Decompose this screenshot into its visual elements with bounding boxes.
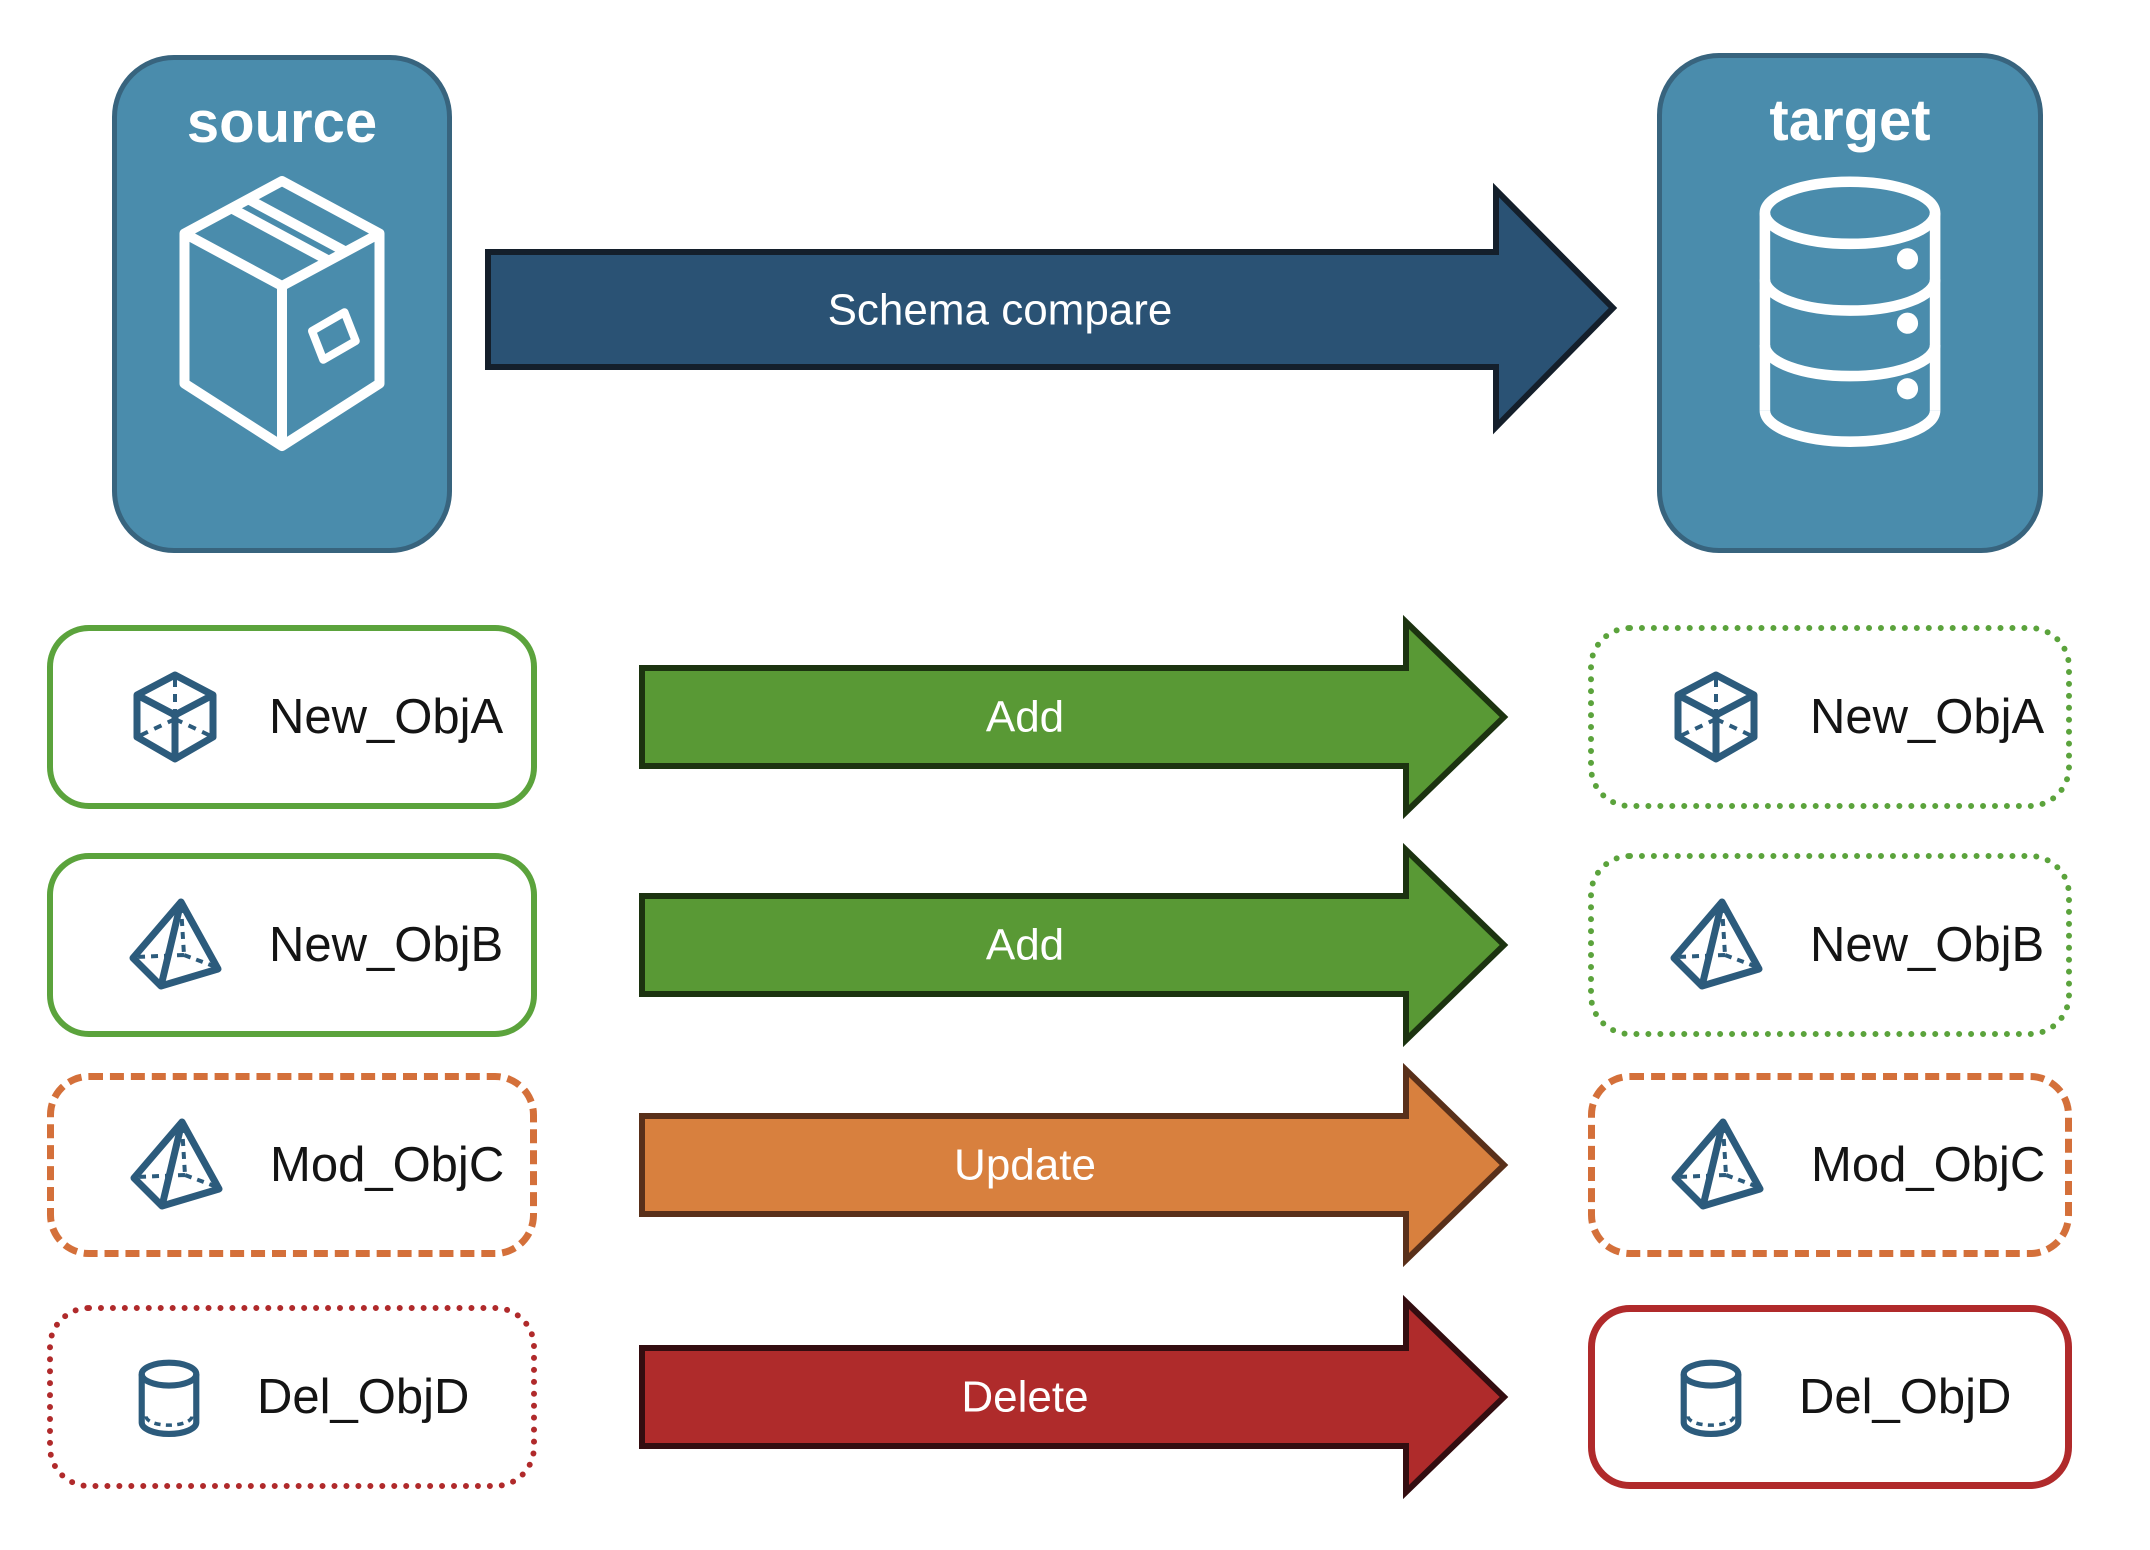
add-arrow-label: Add — [986, 693, 1064, 742]
package-icon — [179, 176, 385, 451]
delete-arrow-row-4: Delete — [639, 1294, 1509, 1500]
object-label: Mod_ObjC — [270, 1138, 505, 1192]
target-node: target — [1657, 53, 2043, 553]
object-label: New_ObjB — [1810, 918, 2045, 972]
object-label: New_ObjA — [269, 690, 504, 744]
update-arrow-row-3: Update — [639, 1062, 1509, 1268]
delete-arrow-label: Delete — [961, 1373, 1088, 1422]
add-arrow-row-1: Add — [639, 614, 1509, 820]
source-object-box-mod-objc: Mod_ObjC — [47, 1073, 537, 1257]
target-object-box-del-objd: Del_ObjD — [1588, 1305, 2072, 1489]
add-arrow-label: Add — [986, 921, 1064, 970]
cube-icon — [133, 671, 217, 763]
source-object-box-del-objd: Del_ObjD — [47, 1305, 537, 1489]
target-object-box-new-objb: New_ObjB — [1588, 853, 2072, 1037]
cube-icon — [1674, 671, 1758, 763]
pyramid-icon — [130, 1118, 223, 1210]
source-object-box-new-obja: New_ObjA — [47, 625, 537, 809]
database-icon — [1759, 176, 1941, 447]
cylinder-icon — [138, 1359, 200, 1438]
schema-compare-arrow: Schema compare — [485, 182, 1618, 435]
object-label: Del_ObjD — [1799, 1370, 2012, 1424]
schema-compare-label: Schema compare — [828, 286, 1173, 335]
add-arrow-row-2: Add — [639, 842, 1509, 1048]
target-object-box-mod-objc: Mod_ObjC — [1588, 1073, 2072, 1257]
source-node: source — [112, 55, 452, 553]
target-object-box-new-obja: New_ObjA — [1588, 625, 2072, 809]
target-title: target — [1769, 88, 1931, 153]
object-label: Mod_ObjC — [1811, 1138, 2046, 1192]
pyramid-icon — [1671, 1118, 1764, 1210]
pyramid-icon — [1670, 898, 1763, 990]
source-title: source — [186, 90, 378, 155]
object-label: New_ObjA — [1810, 690, 2045, 744]
update-arrow-label: Update — [954, 1141, 1096, 1190]
cylinder-icon — [1680, 1359, 1742, 1438]
object-label: Del_ObjD — [257, 1370, 470, 1424]
pyramid-icon — [129, 898, 222, 990]
source-object-box-new-objb: New_ObjB — [47, 853, 537, 1037]
object-label: New_ObjB — [269, 918, 504, 972]
